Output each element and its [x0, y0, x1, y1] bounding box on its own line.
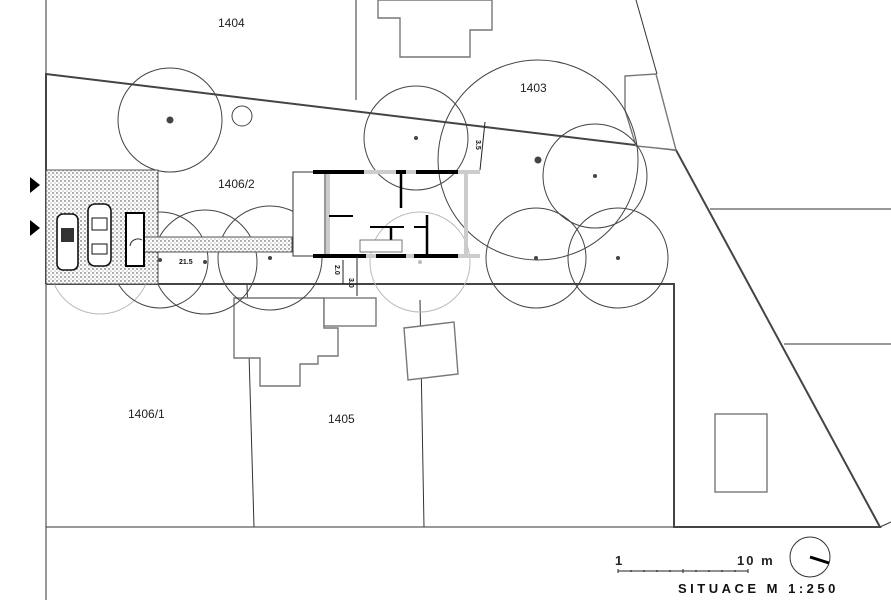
neighbour-buildings	[233, 0, 768, 493]
tree-distance-dimension: 3.5	[474, 121, 486, 171]
plot-1406-2-boundary	[45, 72, 882, 528]
paved-driveway	[45, 169, 305, 285]
path-length-dimension: 21.5	[179, 259, 193, 266]
garden-shed	[125, 212, 145, 267]
svg-text:3.0: 3.0	[347, 278, 354, 288]
svg-text:3.5: 3.5	[474, 140, 481, 150]
setback-dimensions: 2.0 3.0	[333, 256, 358, 296]
parcel-label-1404: 1404	[218, 16, 245, 30]
svg-text:1: 1	[615, 553, 622, 568]
scale-bar: 1 10 m	[615, 553, 775, 573]
parcel-label-1406-2: 1406/2	[218, 177, 255, 191]
trees	[49, 59, 669, 315]
parcel-label-1403: 1403	[520, 81, 547, 95]
house-floor-plan	[292, 170, 480, 258]
north-arrow-icon	[789, 536, 831, 578]
parcel-label-1406-1: 1406/1	[128, 407, 165, 421]
entrance-arrow-icon	[30, 220, 40, 236]
parcel-label-1405: 1405	[328, 412, 355, 426]
svg-text:2.0: 2.0	[333, 265, 340, 275]
svg-text:10 m: 10 m	[737, 553, 775, 568]
entrance-arrow-icon	[30, 177, 40, 193]
parked-cars	[56, 203, 112, 271]
drawing-title: SITUACE M 1:250	[678, 581, 839, 596]
